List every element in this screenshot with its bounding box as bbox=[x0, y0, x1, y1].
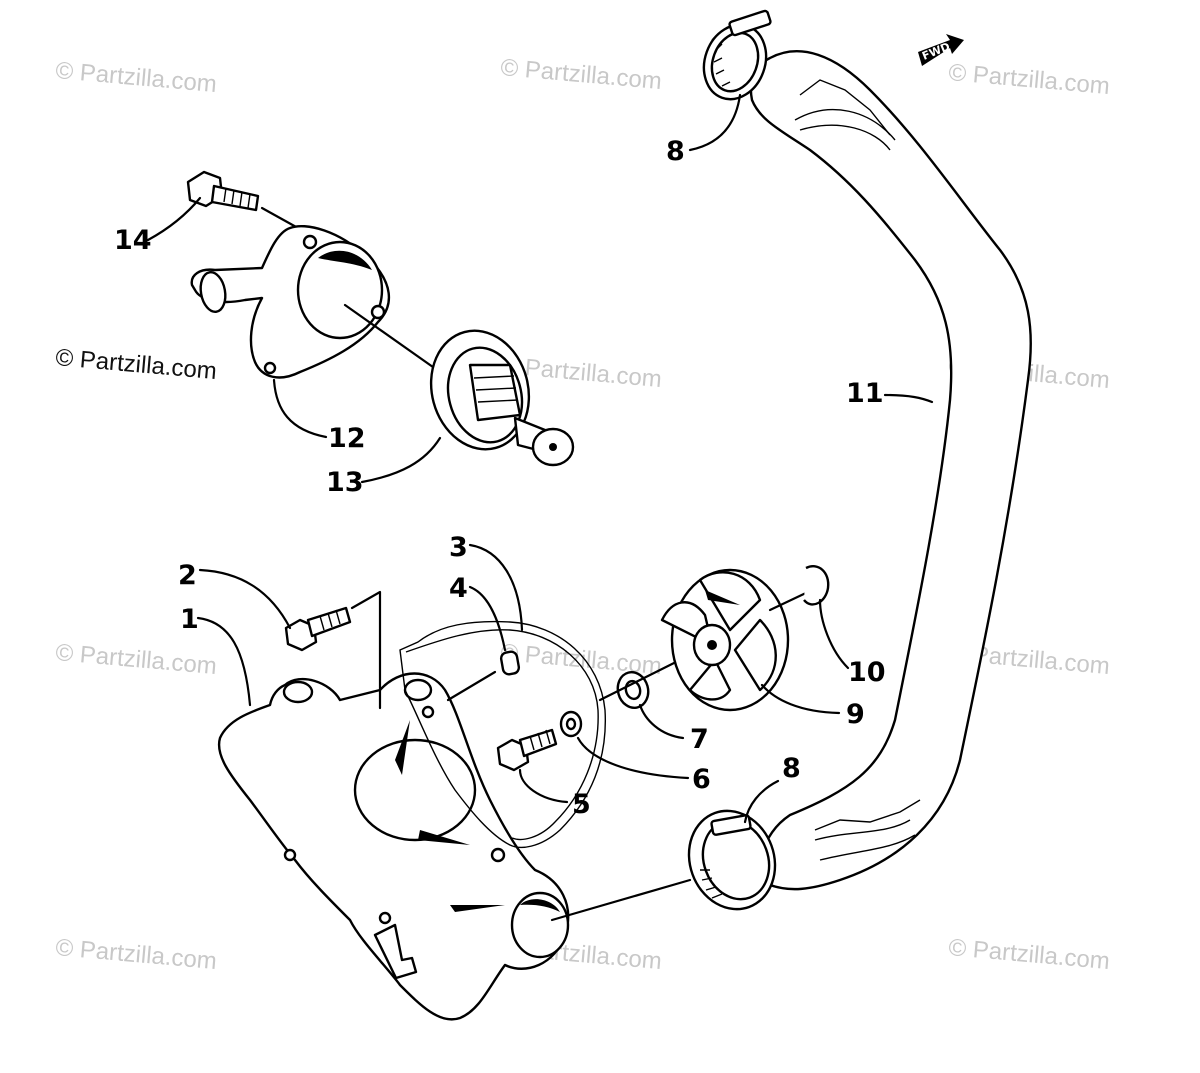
callout-2: 2 bbox=[178, 560, 197, 591]
thermostat bbox=[429, 329, 575, 467]
watermark: © Partzilla.com bbox=[54, 639, 217, 680]
watermark: © Partzilla.com bbox=[499, 54, 662, 95]
callout-7: 7 bbox=[690, 724, 709, 755]
watermark: © Partzilla.com bbox=[947, 59, 1110, 100]
fwd-label: FWD bbox=[920, 40, 952, 63]
mechanical-seal bbox=[616, 670, 650, 710]
callout-12: 12 bbox=[328, 423, 366, 454]
leader-lines bbox=[146, 93, 934, 824]
circlip bbox=[803, 565, 830, 606]
callout-14: 14 bbox=[114, 225, 152, 256]
callout-9: 9 bbox=[846, 699, 865, 730]
watermark: © Partzilla.com bbox=[947, 934, 1110, 975]
pump-gasket bbox=[399, 620, 607, 848]
callout-3: 3 bbox=[449, 532, 468, 563]
thermostat-housing bbox=[190, 224, 391, 379]
watermark: © Partzilla.com bbox=[54, 57, 217, 98]
hose-clamp-lower bbox=[687, 809, 777, 911]
watermark-dark: © Partzilla.com bbox=[54, 344, 217, 385]
hose-clamp-upper bbox=[702, 9, 772, 101]
dowel-pin bbox=[499, 650, 521, 676]
watermark: © Partzilla.com bbox=[54, 934, 217, 975]
callout-11: 11 bbox=[846, 378, 884, 409]
callout-8-upper: 8 bbox=[666, 136, 685, 167]
callout-1: 1 bbox=[180, 604, 199, 635]
callout-8-lower: 8 bbox=[782, 753, 801, 784]
washer bbox=[559, 710, 583, 738]
callout-13: 13 bbox=[326, 467, 364, 498]
callout-4: 4 bbox=[449, 573, 468, 604]
bolt-impeller bbox=[496, 728, 558, 772]
callout-5: 5 bbox=[572, 789, 591, 820]
impeller bbox=[660, 568, 790, 712]
callout-6: 6 bbox=[692, 764, 711, 795]
pump-gasket-inner bbox=[405, 629, 599, 841]
callouts: 1 2 3 4 5 6 7 8 8 9 10 11 12 13 14 bbox=[114, 136, 886, 820]
bolt-pump bbox=[284, 606, 352, 652]
water-pump-housing bbox=[217, 672, 570, 1021]
callout-10: 10 bbox=[848, 657, 886, 688]
bolt-thermostat-housing bbox=[186, 170, 260, 212]
